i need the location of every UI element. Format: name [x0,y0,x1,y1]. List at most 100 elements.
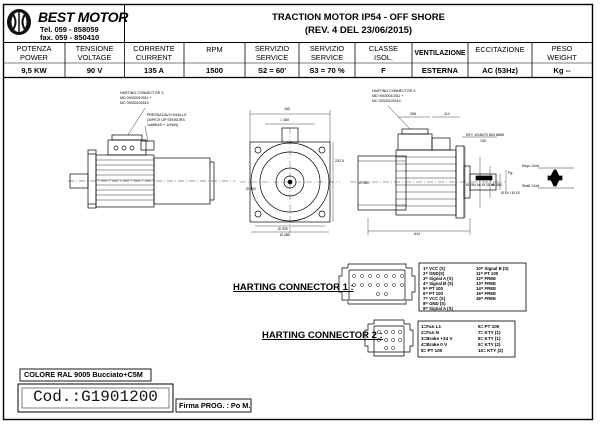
spec-label: ECCITAZIONE [475,45,525,54]
pin-item: 2= GND(S) [423,271,445,276]
connector-1-face [338,263,416,305]
color-note-box [19,368,152,382]
pin-item: 1= VCC (S) [423,266,446,271]
side-dim: 265 [410,112,416,116]
spec-label: CURRENT [135,53,173,62]
pin-item: 8= KTY (1) [478,336,501,341]
color-note: COLORE RAL 9005 Bucciato+C5M [24,370,143,379]
pin-item: 4=Brake 0 V [421,342,448,347]
key-legend-top: Keys 12x8 [522,164,539,168]
side-dim: Ø 350 [359,181,369,185]
company-tel: Tel. 059 - 858059 [40,25,99,34]
pin-item: 4= Signal B (S) [423,281,454,286]
spec-label: VOLTAGE [77,53,112,62]
spec-label: SERVIZIO [309,44,345,53]
key-legend-bottom: Shaft 12x8 [522,184,540,188]
pin-item: 10= Signal B (S) [476,266,509,271]
connector-1-pin-list-right: 10= Signal B (S) 11= PT 100 12= FREE 13=… [476,266,509,301]
side-connector-note: HARTING CONNECTOR 2: [372,89,417,93]
spec-service-s2-value: S2 = 60' [245,63,299,77]
signature-box [175,398,252,413]
spec-rpm-value: 1500 [184,63,245,77]
logo-icon [7,9,31,35]
product-code: Cod.:G1901200 [33,388,158,406]
spec-label: VENTILAZIONE [414,49,466,57]
code-box [17,383,174,413]
spec-label: RPM [206,45,223,54]
spec-service-s3: SERVIZIO SERVICE [299,43,355,63]
spec-label: ISOL. [374,53,393,62]
spec-value: S2 = 60' [257,65,287,75]
spec-label: WEIGHT [547,53,577,62]
spec-service-s3-value: S3 = 70 % [299,63,355,77]
pin-item: 9= Signal A (S) [423,306,453,311]
spec-value: 135 A [144,65,164,75]
spec-value: ESTERNA [421,65,459,75]
pin-item: 12= FREE [476,276,496,281]
side-dim: Ø 14 / Ø 15 [501,191,520,195]
front-connector-note: MC 09330102614 [120,101,149,105]
side-dim: 614 [414,232,420,236]
spec-value: F [381,65,386,75]
spec-value: AC (53Hz) [482,65,518,75]
pin-item: 6= PT 100 [423,291,443,296]
spec-label: SERVIZIO [254,44,290,53]
connector-2-pin-list-right: 6= PT 100 7= KTY (1) 8= KTY (1) 9= KTY (… [478,324,503,354]
spec-label: SERVICE [255,53,289,62]
pin-item: 6= PT 100 [478,324,500,329]
pin-item: 3= Signal A (S) [423,276,453,281]
end-dim: 232.5 [335,159,344,163]
end-dim: 160 [284,107,290,111]
front-connector-note: HARTING CONNECTOR 1: [120,91,165,95]
side-dim: Ø 254 h8 [466,183,481,187]
spec-insulation-class-value: F [355,63,412,77]
end-dim: □ 150 [280,118,290,122]
side-dim: Pg [508,171,513,175]
pin-item: 15= FREE [476,291,496,296]
spec-label: TENSIONE [75,44,114,53]
spec-value: 9,5 KW [21,65,47,75]
sheet-border [2,3,594,421]
spec-current-value: 135 A [124,63,184,77]
spec-voltage: TENSIONE VOLTAGE [65,43,124,63]
spec-label: SERVICE [310,53,344,62]
spec-rpm: RPM [184,43,245,63]
spec-service-s2: SERVIZIO SERVICE [245,43,299,63]
side-dim: Ø 380 [492,183,502,187]
pin-item: 1=Fan L1 [421,324,442,329]
spec-power: POTENZA POWER [3,43,65,63]
front-connector-note: MD 09430010311 + [120,96,152,100]
spec-ventilation-value: ESTERNA [412,63,468,77]
end-dim: Ø 350 [246,187,256,191]
spec-insulation-class: CLASSE ISOL. [355,43,412,63]
end-dim: Ø 380 [280,233,290,237]
pin-item: 5= PT 100 [423,286,443,291]
pin-item: 7= VCC (S) [423,296,446,301]
spec-current: CORRENTE CURRENT [124,43,184,63]
document-title: TRACTION MOTOR IP54 - OFF SHORE [272,12,445,23]
pin-item: 11= PT 100 [476,271,499,276]
spec-excitation-value: AC (53Hz) [468,63,532,77]
spec-weight: PESO WEIGHT [532,43,592,63]
side-view [350,105,574,235]
connector-2-title: HARTING CONNECTOR 2 : [262,330,383,341]
pin-item: 2=Fan N [421,330,439,335]
pin-item: 13= FREE [476,281,496,286]
pin-item: 16= FREE [476,296,496,301]
end-view [240,110,340,236]
connector-2-pinout-box [417,320,516,358]
pin-item: 5= PT 100 [421,348,443,353]
front-view [68,107,235,209]
side-dim: 114 [444,112,450,116]
front-cable-note: PRESSACAVO M16x1,5 [147,113,187,117]
spec-power-value: 9,5 KW [3,63,65,77]
spec-label: POTENZA [16,44,52,53]
connector-2-face [364,319,414,357]
pin-item: 7= KTY (1) [478,330,501,335]
spec-label: CLASSE [368,44,399,53]
pin-item: 3=Brake +24 V [421,336,453,341]
connector-2-pin-list: 1=Fan L1 2=Fan N 3=Brake +24 V 4=Brake 0… [421,324,452,354]
spec-value: 90 V [86,65,103,75]
